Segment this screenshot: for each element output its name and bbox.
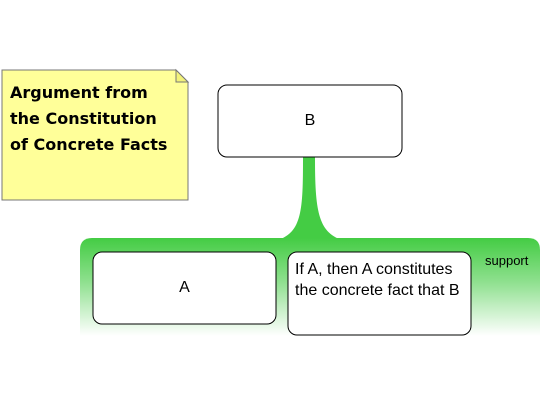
support-connector bbox=[278, 157, 342, 240]
support-label: support bbox=[485, 253, 529, 268]
note-title-text: Argument from the Constitution of Concre… bbox=[10, 83, 168, 154]
claim-text: B bbox=[304, 112, 316, 129]
premise-conditional-text: If A, then A constitutes the concrete fa… bbox=[295, 261, 460, 299]
premise-box-conditional[interactable] bbox=[287, 251, 472, 336]
claim-label: B bbox=[218, 85, 402, 157]
title-note bbox=[1, 69, 189, 201]
title-note-fold bbox=[175, 68, 190, 83]
premise-a-label: A bbox=[93, 252, 276, 324]
premise-box-a[interactable] bbox=[92, 251, 277, 325]
claim-box[interactable] bbox=[217, 84, 403, 158]
premise-a-text: A bbox=[179, 279, 190, 296]
